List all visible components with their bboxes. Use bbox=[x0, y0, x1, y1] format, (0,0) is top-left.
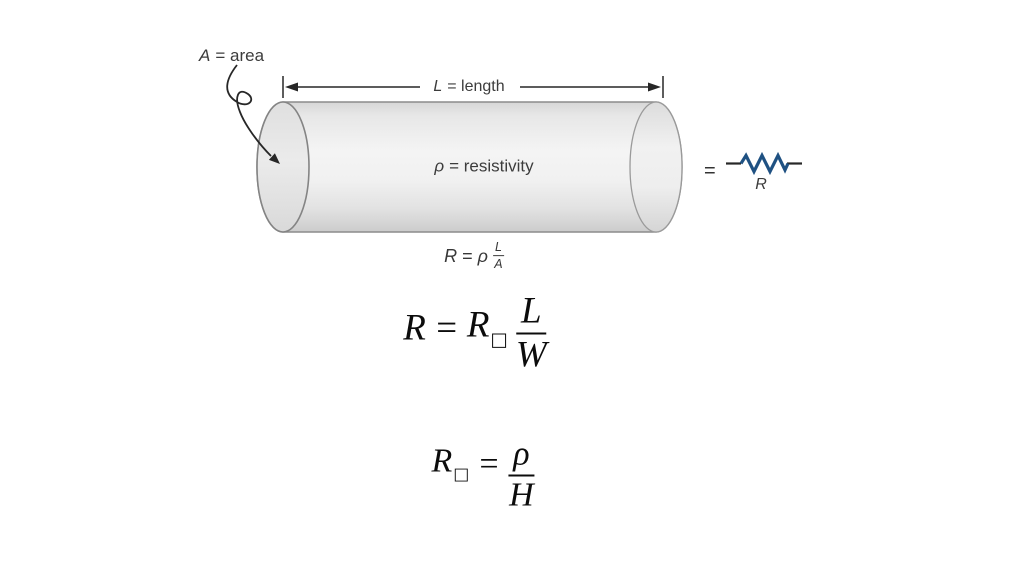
length-variable: L bbox=[433, 78, 443, 95]
area-arrow-curve bbox=[226, 64, 272, 157]
sheet-resistance-definition: R□ = ρ H bbox=[431, 437, 535, 514]
dimension-line bbox=[282, 76, 664, 98]
equivalence-equals: = bbox=[704, 160, 716, 182]
resistivity-label: ρ = resistivity bbox=[434, 158, 533, 175]
area-variable: A bbox=[199, 46, 211, 65]
square-subscript-icon: □ bbox=[490, 329, 508, 351]
cylinder-right-rim bbox=[629, 101, 683, 233]
formula-equals: = bbox=[462, 246, 473, 266]
eq2-fraction: ρ H bbox=[508, 437, 535, 514]
length-label: L = length bbox=[433, 79, 504, 95]
eq1-base: R bbox=[466, 304, 490, 346]
sheet-resistance-equation: R = R□ L W bbox=[403, 293, 547, 374]
eq2-base-with-sub: R□ bbox=[431, 444, 469, 484]
formula-lhs: R bbox=[444, 246, 458, 266]
eq1-equals: = bbox=[433, 307, 459, 349]
square-subscript-icon: □ bbox=[453, 464, 470, 485]
resistivity-variable: ρ bbox=[434, 156, 445, 176]
eq2-equals: = bbox=[477, 445, 501, 482]
eq1-fraction: L W bbox=[516, 293, 547, 374]
eq1-base-with-sub: R□ bbox=[467, 306, 508, 350]
cylinder-left-face bbox=[256, 101, 310, 233]
formula-coefficient: ρ bbox=[477, 246, 488, 266]
area-label-text: = area bbox=[215, 46, 265, 65]
resistivity-label-text: = resistivity bbox=[449, 156, 534, 176]
area-label: A = area bbox=[199, 47, 264, 64]
resistor-symbol bbox=[726, 151, 802, 176]
area-arrow bbox=[226, 64, 280, 164]
arrowhead-area-icon bbox=[268, 153, 280, 164]
eq1-denominator: W bbox=[515, 334, 547, 376]
arrowhead-right-icon bbox=[648, 82, 661, 92]
resistor-zigzag-icon bbox=[739, 151, 790, 176]
eq1-numerator: L bbox=[516, 293, 547, 335]
eq2-numerator: ρ bbox=[508, 437, 535, 477]
eq1-lhs: R bbox=[403, 307, 426, 349]
eq2-base: R bbox=[431, 442, 453, 480]
resistance-formula: R = ρ L A bbox=[444, 240, 504, 272]
arrowhead-left-icon bbox=[285, 82, 298, 92]
eq2-denominator: H bbox=[509, 476, 534, 514]
cylinder bbox=[256, 101, 683, 233]
length-label-text: = length bbox=[447, 78, 505, 95]
formula-denominator: A bbox=[494, 257, 503, 272]
formula-fraction: L A bbox=[492, 240, 504, 272]
resistor-label: R bbox=[755, 176, 767, 193]
formula-numerator: L bbox=[492, 240, 504, 257]
